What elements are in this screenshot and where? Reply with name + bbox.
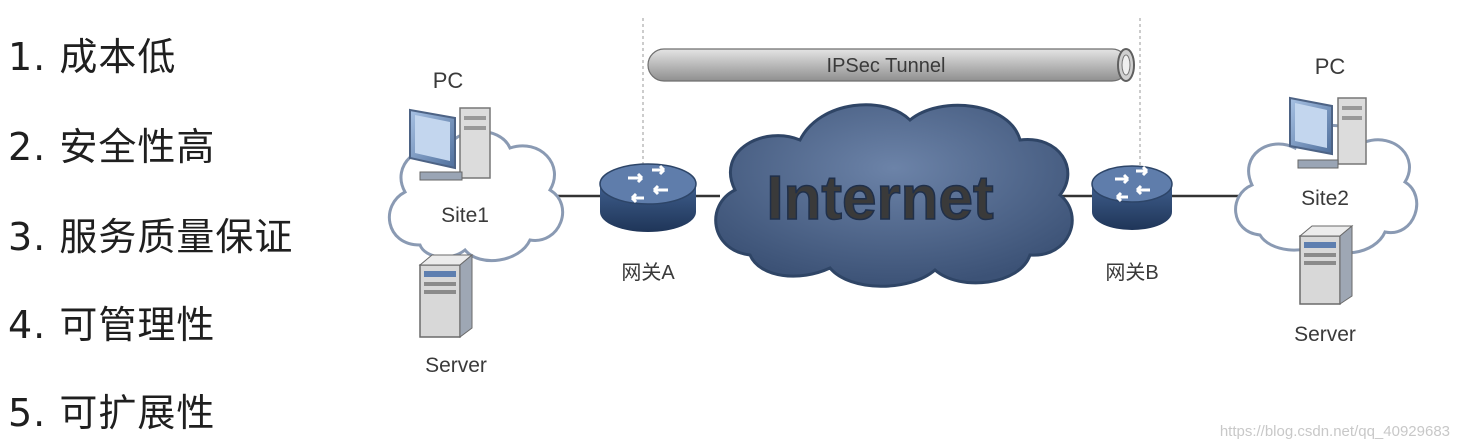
advantage-item: 3. 服务质量保证 <box>8 215 294 259</box>
site2-pc-icon: PC <box>1289 54 1367 169</box>
watermark: https://blog.csdn.net/qq_40929683 <box>1219 423 1450 440</box>
ipsec-network-diagram: IPSec Tunnel Site1 PC Server 网关A <box>388 18 1419 377</box>
site2-label: Site2 <box>1301 187 1349 210</box>
site1-server-label: Server <box>425 354 487 377</box>
gateway-a-label: 网关A <box>621 261 675 284</box>
gateway-a-router-icon: 网关A <box>599 163 697 284</box>
site2-cloud: Site2 <box>1234 123 1419 255</box>
ipsec-tunnel: IPSec Tunnel <box>647 48 1135 82</box>
site1-label: Site1 <box>441 204 489 227</box>
site1-pc-label: PC <box>433 68 464 93</box>
site2-pc-label: PC <box>1315 54 1346 79</box>
advantage-item: 1. 成本低 <box>8 35 177 79</box>
internet-cloud: Internet <box>714 103 1074 288</box>
gateway-b-label: 网关B <box>1105 261 1158 284</box>
advantage-item: 4. 可管理性 <box>8 303 216 347</box>
gateway-b-router-icon: 网关B <box>1091 165 1173 284</box>
site2-server-label: Server <box>1294 323 1356 346</box>
site1-server-icon: Server <box>418 253 487 377</box>
site1-pc-icon: PC <box>409 68 491 181</box>
internet-label: Internet <box>766 164 993 233</box>
advantage-item: 2. 安全性高 <box>8 125 216 169</box>
tunnel-label: IPSec Tunnel <box>827 55 946 77</box>
advantage-item: 5. 可扩展性 <box>8 391 216 435</box>
site2-server-icon: Server <box>1294 224 1356 346</box>
